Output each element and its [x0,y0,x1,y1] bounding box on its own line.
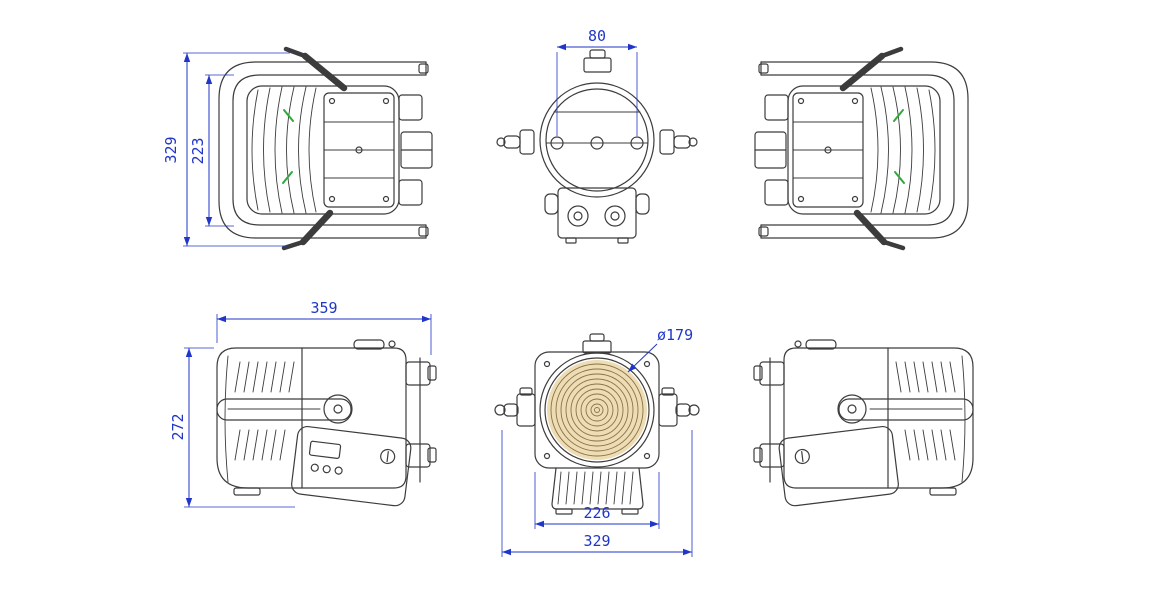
view-front [494,333,700,515]
dimension-label-mount-spacing: 80 [588,27,606,45]
dimension-label-front-overall-width: 329 [583,532,610,550]
dimension-label-top-yoke-height: 223 [189,137,207,164]
dimension-front-lower-width: 226 [534,472,660,529]
dimension-label-front-lower-width: 226 [583,504,610,522]
dimension-side-length: 359 [216,299,432,355]
dimension-label-top-overall-height: 329 [162,136,180,163]
fresnel-lens [539,352,655,468]
view-side-left [216,339,437,508]
dimension-label-lens-diameter: ø179 [657,326,693,344]
dimension-top-overall-height: 329 [162,52,290,247]
dimension-top-yoke-height: 223 [189,74,234,227]
view-top-plan-left [219,49,432,248]
dimension-side-height: 272 [169,347,295,508]
dimension-mount-spacing: 80 [556,27,638,136]
view-side-right [753,339,974,508]
dimension-label-side-height: 272 [169,413,187,440]
dimension-front-overall-width: 329 [501,430,693,557]
control-panel [308,440,343,475]
dimension-label-side-length: 359 [310,299,337,317]
view-top-plan-right [755,49,968,248]
view-top-front [496,49,698,244]
dimension-lens-diameter: ø179 [627,326,693,373]
